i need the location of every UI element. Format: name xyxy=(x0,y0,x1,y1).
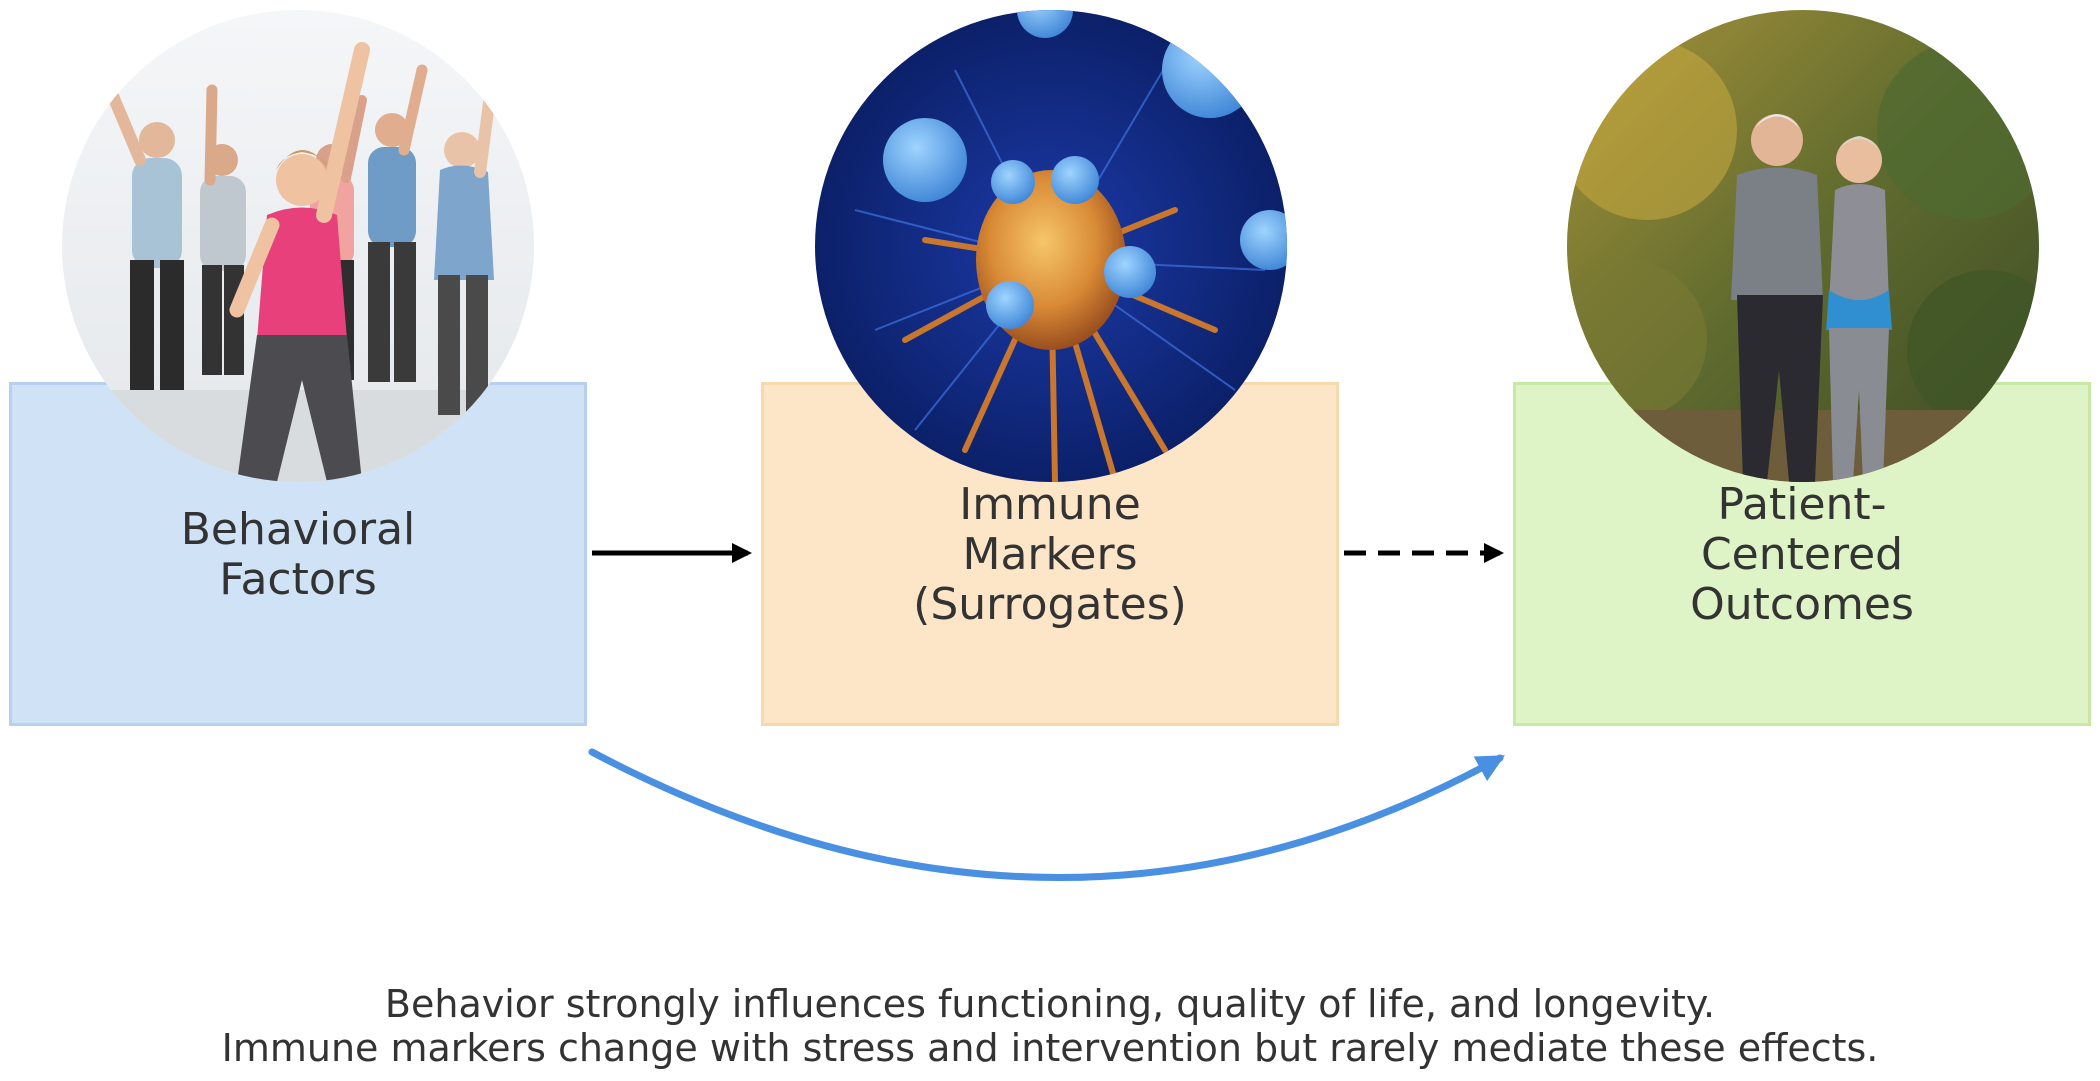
behavioral-factors-label: Behavioral Factors xyxy=(180,504,416,605)
patient-centered-outcomes-label: Patient- Centered Outcomes xyxy=(1690,479,1914,630)
immune-markers-label: Immune Markers (Surrogates) xyxy=(913,479,1187,630)
caption-line-2: Immune markers change with stress and in… xyxy=(221,1026,1879,1070)
diagram-caption: Behavior strongly influences functioning… xyxy=(0,982,2100,1070)
caption-line-1: Behavior strongly influences functioning… xyxy=(384,982,1716,1026)
immune-cell-photo xyxy=(815,10,1287,482)
behavior-to-outcomes-curved-arrow xyxy=(588,748,1505,881)
